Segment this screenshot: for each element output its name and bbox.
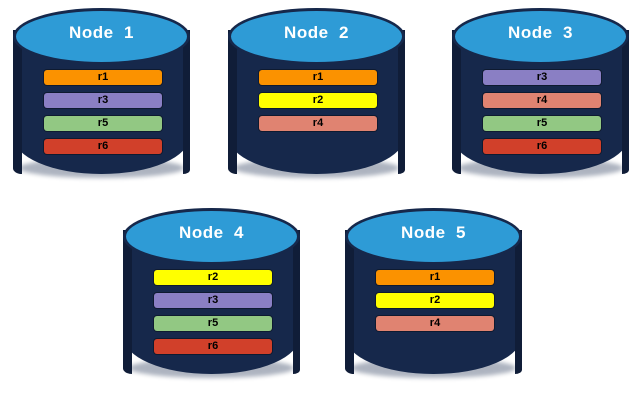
- node-body-left-shade: [123, 230, 132, 374]
- node-top-disc: [345, 208, 522, 265]
- node-body-right-shade: [293, 230, 300, 374]
- replica-bar[interactable]: r4: [376, 316, 494, 331]
- node-body-right-shade: [622, 30, 629, 174]
- replica-bar[interactable]: r6: [44, 139, 162, 154]
- replica-list: r1 r2 r4: [376, 270, 494, 339]
- node-top-disc: [452, 8, 629, 65]
- node-body-left-shade: [345, 230, 354, 374]
- node-body-right-shade: [183, 30, 190, 174]
- node-top-disc: [228, 8, 405, 65]
- replica-bar[interactable]: r2: [154, 270, 272, 285]
- replica-bar[interactable]: r3: [44, 93, 162, 108]
- node-label: Node 3: [508, 23, 573, 42]
- node-cylinder-4[interactable]: Node 4 r2 r3 r5 r6: [123, 208, 300, 394]
- replica-bar[interactable]: r1: [259, 70, 377, 85]
- replica-bar[interactable]: r2: [376, 293, 494, 308]
- node-cylinder-3[interactable]: Node 3 r3 r4 r5 r6: [452, 8, 629, 194]
- node-label: Node 4: [179, 223, 244, 242]
- replica-list: r2 r3 r5 r6: [154, 270, 272, 362]
- replica-bar[interactable]: r5: [44, 116, 162, 131]
- node-label: Node 5: [401, 223, 466, 242]
- replica-list: r1 r3 r5 r6: [44, 70, 162, 162]
- replica-bar[interactable]: r1: [44, 70, 162, 85]
- node-body-left-shade: [452, 30, 461, 174]
- node-body-right-shade: [398, 30, 405, 174]
- node-top-disc: [13, 8, 190, 65]
- node-label: Node 2: [284, 23, 349, 42]
- replica-bar[interactable]: r6: [483, 139, 601, 154]
- node-body-right-shade: [515, 230, 522, 374]
- node-body-left-shade: [13, 30, 22, 174]
- replica-bar[interactable]: r5: [154, 316, 272, 331]
- replica-bar[interactable]: r5: [483, 116, 601, 131]
- replica-bar[interactable]: r4: [259, 116, 377, 131]
- replica-list: r1 r2 r4: [259, 70, 377, 139]
- node-cylinder-2[interactable]: Node 2 r1 r2 r4: [228, 8, 405, 194]
- replica-bar[interactable]: r1: [376, 270, 494, 285]
- node-cylinder-5[interactable]: Node 5 r1 r2 r4: [345, 208, 522, 394]
- node-label: Node 1: [69, 23, 134, 42]
- replica-bar[interactable]: r3: [154, 293, 272, 308]
- replica-bar[interactable]: r3: [483, 70, 601, 85]
- replica-list: r3 r4 r5 r6: [483, 70, 601, 162]
- node-cylinder-1[interactable]: Node 1 r1 r3 r5 r6: [13, 8, 190, 194]
- replica-bar[interactable]: r6: [154, 339, 272, 354]
- node-body-left-shade: [228, 30, 237, 174]
- replica-bar[interactable]: r2: [259, 93, 377, 108]
- replica-bar[interactable]: r4: [483, 93, 601, 108]
- node-top-disc: [123, 208, 300, 265]
